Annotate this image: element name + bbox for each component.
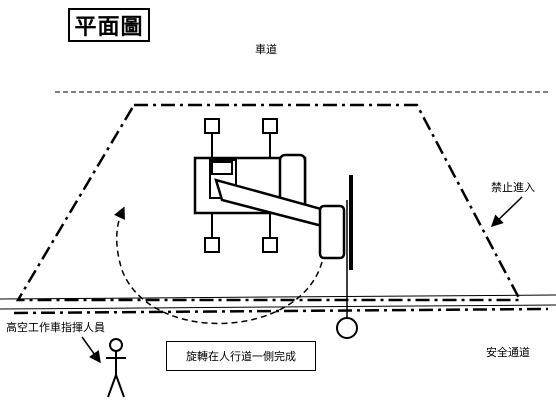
no-entry-label: 禁止進入 <box>491 181 535 194</box>
sidewalk-line-lower <box>0 304 556 310</box>
director-leader-arrow <box>81 336 101 364</box>
director-label: 高空工作車指揮人員 <box>6 321 105 334</box>
sidewalk-dash-line <box>13 307 549 315</box>
sidewalk-line-upper <box>0 294 556 300</box>
rotate-note-box: 旋轉在人行道一側完成 <box>166 341 316 371</box>
page-title: 平面圖 <box>74 15 144 40</box>
person-icon <box>106 338 126 398</box>
road-label: 車道 <box>255 43 277 56</box>
safe-path-label: 安全通道 <box>486 346 530 359</box>
no-entry-leader-arrow <box>490 196 523 228</box>
title-box: 平面圖 <box>68 8 150 42</box>
rotate-note-text: 旋轉在人行道一側完成 <box>186 350 296 363</box>
aerial-work-vehicle-icon <box>193 118 358 339</box>
rotation-arrow-icon <box>114 206 323 325</box>
no-entry-zone-boundary <box>15 103 523 302</box>
